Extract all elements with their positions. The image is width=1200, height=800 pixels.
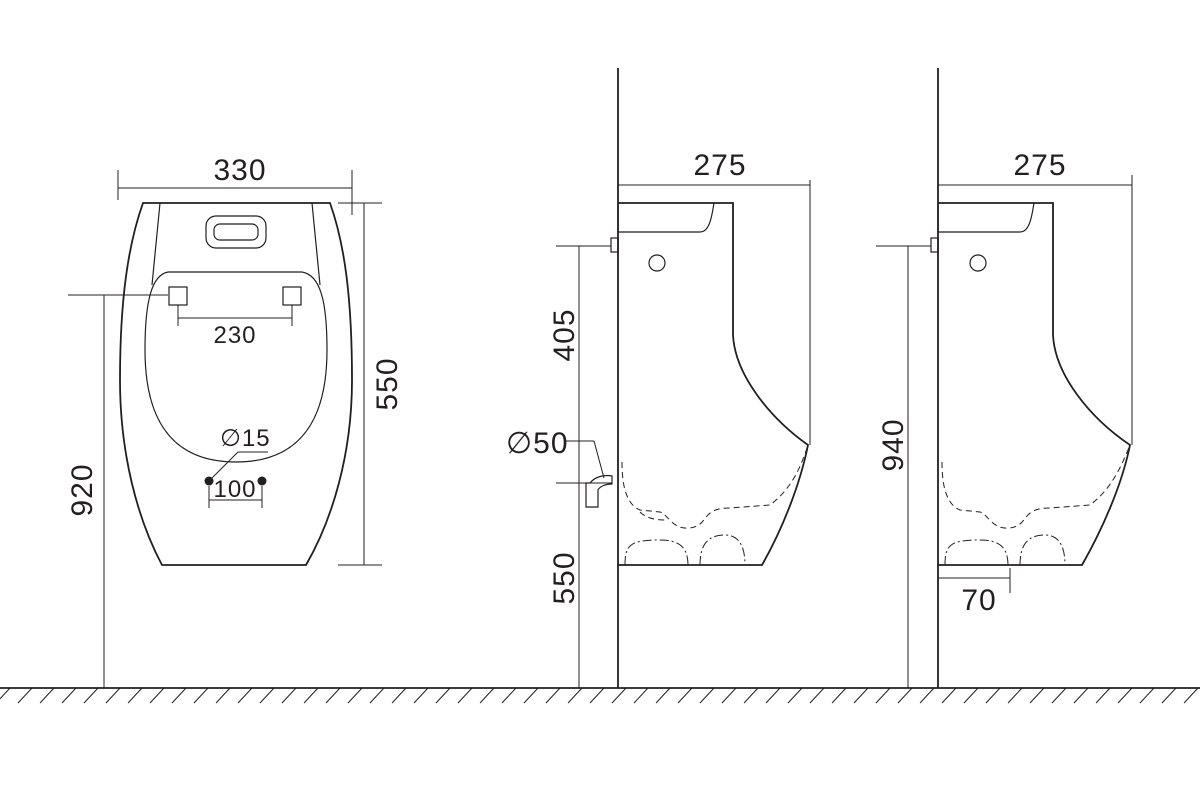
inlet-diameter-label: ∅15 — [220, 425, 271, 452]
bracket-left — [168, 286, 188, 306]
inlet-spacing-label: 100 — [213, 476, 256, 503]
hatch-stroke — [479, 687, 495, 704]
side-hole-1 — [648, 254, 666, 272]
front-body-outline — [119, 202, 353, 566]
hatch-stroke — [1117, 687, 1133, 704]
hatch-stroke — [809, 687, 825, 704]
wall-inlet-1 — [610, 237, 619, 253]
hatch-stroke — [501, 687, 517, 704]
trap-base-2 — [944, 534, 1066, 566]
hatch-stroke — [369, 687, 385, 704]
hatch-stroke — [655, 687, 671, 704]
floor-hatching — [0, 687, 1199, 704]
hatch-stroke — [259, 687, 275, 704]
front-inner-left — [151, 202, 161, 286]
hatch-stroke — [963, 687, 979, 704]
hatch-stroke — [61, 687, 77, 704]
side-view-rear-outlet: 275 405 550 ∅50 — [506, 68, 811, 688]
hatch-stroke — [127, 687, 143, 704]
outlet-diameter-label: ∅50 — [506, 427, 569, 460]
hatch-stroke — [391, 687, 407, 704]
outlet-height-label: 550 — [548, 551, 581, 604]
wall-inlet-2 — [930, 237, 939, 253]
hatch-stroke — [0, 687, 11, 700]
sensor-window-inner — [213, 223, 259, 241]
hatch-stroke — [1029, 687, 1045, 704]
hatch-stroke — [303, 687, 319, 704]
hatch-stroke — [325, 687, 341, 704]
hatch-stroke — [523, 687, 539, 704]
hatch-stroke — [39, 687, 55, 704]
front-inner-right — [311, 202, 321, 286]
side2-depth-label: 275 — [1013, 149, 1066, 182]
hatch-stroke — [831, 687, 847, 704]
sensor-window-outer — [205, 215, 267, 249]
hatch-stroke — [985, 687, 1001, 704]
side-view-floor-outlet: 275 940 70 — [876, 68, 1133, 688]
outlet-offset-label: 70 — [961, 584, 996, 617]
hatch-stroke — [435, 687, 451, 704]
trap-hidden-1 — [621, 444, 809, 529]
inlet-height-label: 940 — [877, 418, 910, 471]
hatch-stroke — [1095, 687, 1111, 704]
side-body-outline-1 — [618, 202, 809, 566]
hatch-stroke — [677, 687, 693, 704]
hatch-stroke — [897, 687, 913, 704]
bracket-height-label: 920 — [66, 463, 99, 516]
hatch-stroke — [237, 687, 253, 704]
hatch-stroke — [787, 687, 803, 704]
hatch-stroke — [875, 687, 891, 704]
hatch-stroke — [611, 687, 627, 704]
outlet-elbow — [585, 474, 613, 508]
hatch-stroke — [193, 687, 209, 704]
hatch-stroke — [171, 687, 187, 704]
hatch-stroke — [589, 687, 605, 704]
hatch-stroke — [919, 687, 935, 704]
hatch-stroke — [1139, 687, 1155, 704]
inlet-to-outlet-label: 405 — [548, 308, 581, 361]
hatch-stroke — [633, 687, 649, 704]
floor — [0, 687, 1200, 704]
hatch-stroke — [457, 687, 473, 704]
hatch-stroke — [567, 687, 583, 704]
hatch-stroke — [1051, 687, 1067, 704]
hatch-stroke — [17, 687, 33, 704]
side-body-outline-2 — [938, 202, 1132, 566]
hatch-stroke — [215, 687, 231, 704]
trap-base-1 — [624, 534, 746, 566]
hatch-stroke — [105, 687, 121, 704]
hatch-stroke — [281, 687, 297, 704]
front-view: 330 550 230 ∅15 100 920 — [66, 154, 404, 688]
hatch-stroke — [545, 687, 561, 704]
side-rim-2 — [937, 202, 1035, 233]
hatch-stroke — [413, 687, 429, 704]
trap-hidden-1b — [639, 511, 669, 521]
front-width-label: 330 — [213, 154, 266, 187]
hatch-stroke — [743, 687, 759, 704]
hatch-stroke — [347, 687, 363, 704]
hatch-stroke — [853, 687, 869, 704]
side-hole-2 — [969, 254, 987, 272]
hatch-stroke — [1073, 687, 1089, 704]
bracket-right — [282, 286, 302, 306]
hatch-stroke — [721, 687, 737, 704]
hatch-stroke — [1007, 687, 1023, 704]
front-height-label: 550 — [371, 357, 404, 410]
hatch-stroke — [941, 687, 957, 704]
hatch-stroke — [83, 687, 99, 704]
front-bowl-opening — [144, 271, 328, 463]
hatch-stroke — [765, 687, 781, 704]
bracket-spacing-label: 230 — [213, 322, 256, 349]
side-rim-1 — [617, 202, 715, 233]
hatch-stroke — [1161, 687, 1177, 704]
hatch-stroke — [1183, 687, 1199, 704]
side1-depth-label: 275 — [693, 149, 746, 182]
hatch-stroke — [149, 687, 165, 704]
trap-hidden-2 — [941, 444, 1131, 529]
hatch-stroke — [699, 687, 715, 704]
fixing-point-right — [257, 476, 267, 486]
